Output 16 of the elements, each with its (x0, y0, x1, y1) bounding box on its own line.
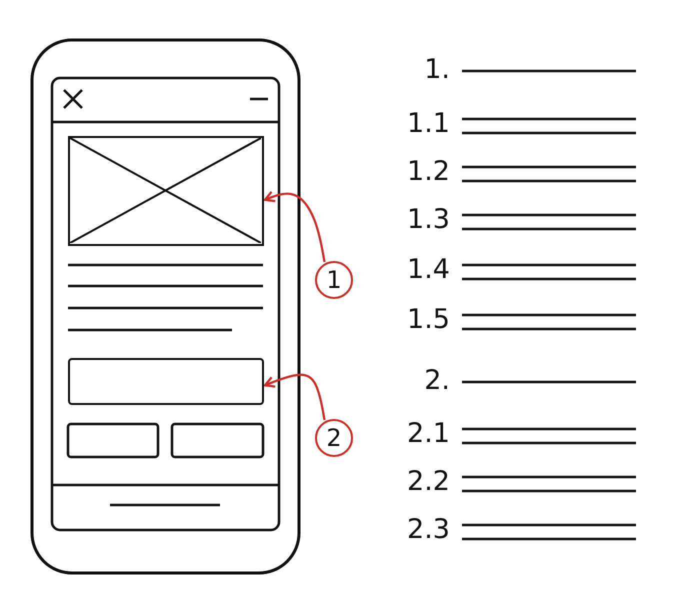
callout-number: 2 (315, 419, 353, 457)
outline-number: 1.3 (406, 204, 450, 236)
outline-number: 2.1 (406, 418, 450, 450)
outline-number: 2.2 (406, 466, 450, 498)
outline-number: 1.2 (406, 156, 450, 188)
outline-number: 1. (423, 54, 450, 86)
callout-number: 1 (315, 261, 353, 299)
outline-number: 1.5 (406, 304, 450, 336)
input-field (68, 358, 264, 405)
outline-number: 1.1 (406, 108, 450, 140)
image-placeholder (68, 136, 264, 246)
leader-line (264, 374, 326, 420)
outline-number: 1.4 (406, 254, 450, 286)
leader-line (264, 190, 326, 262)
outline-number: 2.3 (406, 514, 450, 546)
outline-number: 2. (423, 365, 450, 397)
